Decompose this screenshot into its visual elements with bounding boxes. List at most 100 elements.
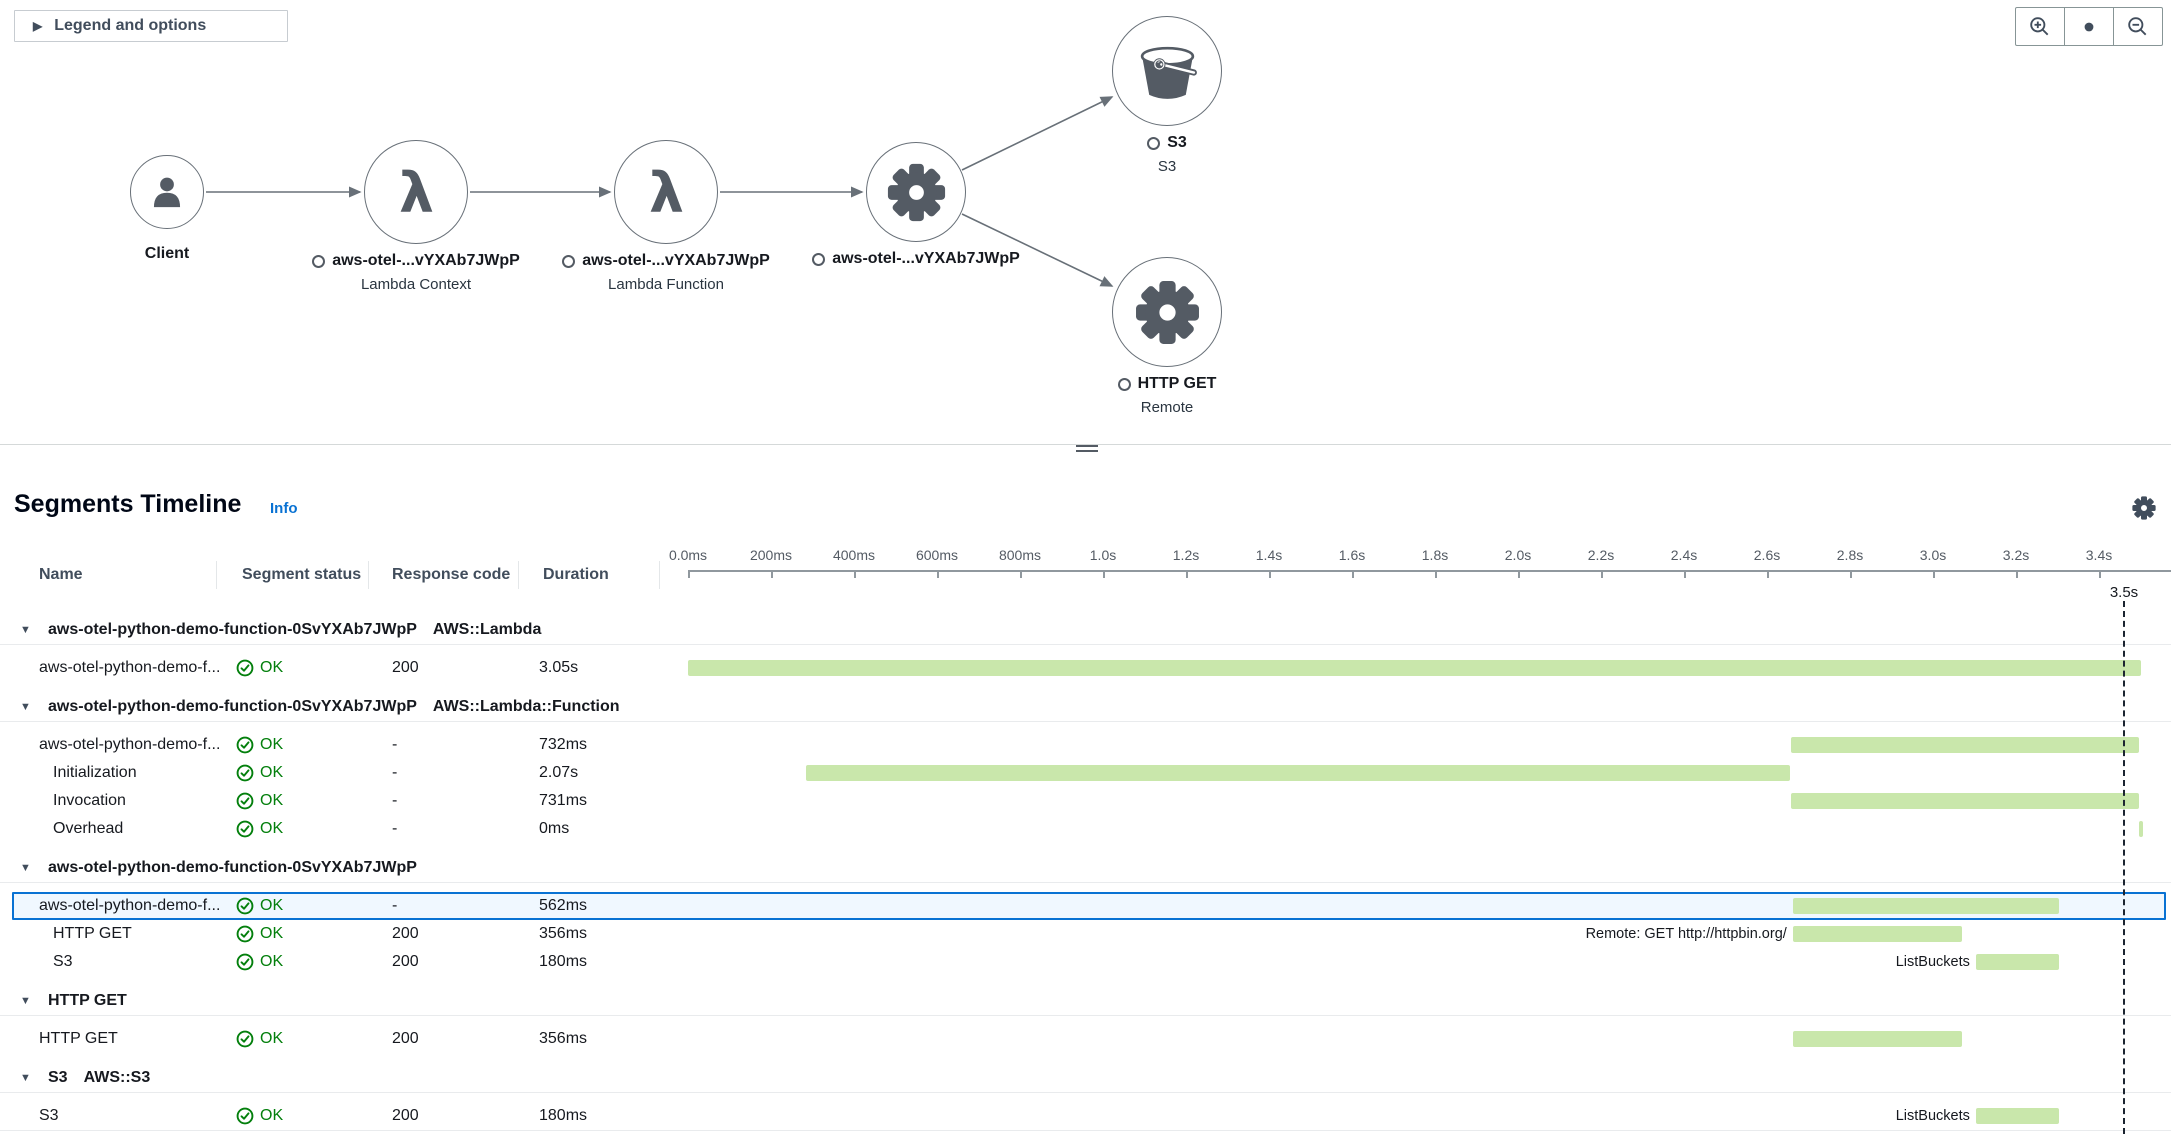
node-title-text: aws-otel-...vYXAb7JWpP — [832, 250, 1020, 267]
node-title: Client — [0, 245, 417, 263]
ruler-tick-mark — [1269, 570, 1271, 578]
zoom-in-button[interactable] — [2015, 7, 2065, 46]
collapse-triangle-icon[interactable]: ▼ — [20, 995, 31, 1007]
trace-end-time-line — [2123, 601, 2125, 1134]
zoom-out-button[interactable] — [2113, 7, 2163, 46]
timeline-bar[interactable] — [2139, 821, 2144, 837]
ruler-tick-mark — [1684, 570, 1686, 578]
segment-group-header[interactable]: ▼HTTP GET — [0, 987, 2171, 1016]
segment-name-cell: aws-otel-python-demo-f... — [39, 897, 221, 914]
collapse-triangle-icon[interactable]: ▼ — [20, 624, 31, 636]
segment-status-cell: OK — [236, 815, 283, 843]
legend-and-options-button[interactable]: ▶ Legend and options — [14, 10, 288, 42]
duration-cell: 732ms — [539, 736, 588, 753]
timeline-bar[interactable] — [805, 765, 1790, 781]
collapse-triangle-icon[interactable]: ▼ — [20, 701, 31, 713]
node-status-dot-icon — [1117, 377, 1131, 391]
ok-check-circle-icon — [236, 897, 254, 915]
ruler-tick-mark — [771, 570, 773, 578]
ruler-tick-mark — [1850, 570, 1852, 578]
collapse-triangle-icon[interactable]: ▼ — [20, 1072, 31, 1084]
map-zoom-toolbar — [2015, 7, 2163, 46]
node-title-text: Client — [144, 245, 190, 262]
service-node-lambda-function[interactable]: λ — [614, 140, 718, 244]
group-name: aws-otel-python-demo-function-0SvYXAb7JW… — [48, 621, 417, 638]
segment-name-cell: Invocation — [53, 792, 126, 809]
node-subtitle: Lambda Context — [360, 276, 472, 293]
timeline-bar[interactable] — [1790, 737, 2139, 753]
info-link[interactable]: Info — [270, 500, 298, 517]
segment-group-header-inner: ▼ aws-otel-python-demo-function-0SvYXAb7J… — [20, 616, 541, 644]
trace-end-time-label: 3.5s — [2109, 584, 2139, 601]
segment-group-header[interactable]: ▼aws-otel-python-demo-function-0SvYXAb7J… — [0, 693, 2171, 722]
response-code-cell: - — [392, 764, 398, 781]
duration-cell: 3.05s — [539, 659, 579, 676]
node-title-text: HTTP GET — [1137, 375, 1217, 392]
ruler-tick-mark — [1103, 570, 1105, 578]
service-node-function[interactable] — [866, 142, 966, 242]
service-node-client[interactable] — [130, 155, 204, 229]
recenter-button[interactable] — [2064, 7, 2114, 46]
column-header-name: Name — [39, 566, 83, 583]
ok-check-circle-icon — [236, 659, 254, 677]
segment-group-header[interactable]: ▼ aws-otel-python-demo-function-0SvYXAb7J… — [0, 854, 2171, 883]
table-row[interactable]: aws-otel-python-demo-f...OK-732ms — [0, 731, 2171, 759]
service-map-edge — [961, 96, 1114, 171]
timeline-bar[interactable] — [688, 660, 2141, 676]
ruler-tick-label: 1.4s — [1255, 547, 1283, 563]
service-node-http-get[interactable] — [1112, 257, 1222, 367]
timeline-bar[interactable] — [1792, 1031, 1963, 1047]
ok-check-circle-icon — [236, 1107, 254, 1125]
service-node-lambda-context[interactable]: λ — [364, 140, 468, 244]
user-icon — [153, 177, 181, 208]
table-row-selected[interactable]: aws-otel-python-demo-f...OK-562ms — [0, 892, 2171, 920]
ruler-tick-mark — [937, 570, 939, 578]
segment-status-cell: OK — [236, 892, 283, 920]
timeline-bar[interactable] — [1792, 898, 2060, 914]
status-text: OK — [260, 897, 284, 914]
duration-cell: 2.07s — [539, 764, 579, 781]
timeline-bar[interactable] — [1975, 954, 2060, 970]
panel-resize-handle[interactable] — [1076, 444, 1098, 454]
response-code-cell: 200 — [392, 1107, 419, 1124]
segment-group-header[interactable]: ▼ aws-otel-python-demo-function-0SvYXAb7J… — [0, 616, 2171, 645]
column-separator — [659, 561, 660, 589]
response-code-cell: 200 — [392, 953, 419, 970]
group-name: aws-otel-python-demo-function-0SvYXAb7JW… — [48, 859, 417, 876]
timeline-bar[interactable] — [1790, 793, 2139, 809]
segment-group-header-inner: ▼aws-otel-python-demo-function-0SvYXAb7J… — [20, 693, 620, 721]
lambda-icon: λ — [399, 162, 434, 223]
ruler-tick-label: 1.0s — [1089, 547, 1117, 563]
legend-button-label: Legend and options — [54, 17, 207, 34]
ruler-tick-mark — [1352, 570, 1354, 578]
ruler-axis-line — [688, 570, 2171, 572]
zoom-out-icon — [2128, 16, 2147, 35]
ruler-tick-label: 3.0s — [1919, 547, 1947, 563]
response-code-cell: - — [392, 792, 398, 809]
node-title: S3 — [917, 134, 1417, 152]
segment-status-cell: OK — [236, 1025, 283, 1053]
service-node-s3[interactable] — [1112, 16, 1222, 126]
ruler-tick-mark — [1601, 570, 1603, 578]
timeline-bar[interactable] — [1975, 1108, 2060, 1124]
status-text: OK — [260, 764, 284, 781]
response-code-cell: 200 — [392, 659, 419, 676]
timeline-settings-gear-icon[interactable] — [2132, 496, 2156, 525]
segments-timeline-title: Segments Timeline — [14, 490, 242, 518]
segment-name-cell: HTTP GET — [39, 1030, 118, 1047]
ruler-tick-mark — [1435, 570, 1437, 578]
timeline-bar[interactable] — [1792, 926, 1963, 942]
collapse-triangle-icon[interactable]: ▼ — [20, 862, 31, 874]
response-code-cell: - — [392, 820, 398, 837]
